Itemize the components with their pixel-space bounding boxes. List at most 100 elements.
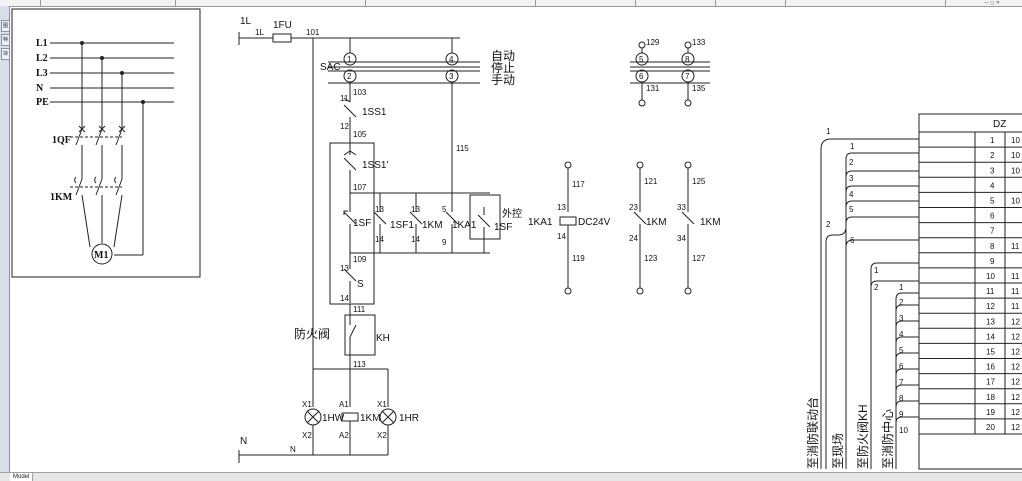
external-label: 外控	[502, 207, 522, 220]
ruler-cell	[715, 0, 786, 6]
terminal-row-number: 17	[986, 378, 995, 387]
cable-label-k8: 8	[899, 394, 904, 403]
relay-coil	[559, 216, 577, 226]
terminal-14c-label: 14	[411, 235, 420, 244]
external-button-label: 1SF	[494, 222, 512, 233]
hold-contact-label: 1KM	[422, 220, 443, 231]
x2b-label: X2	[377, 431, 387, 440]
cable-label-k10: 10	[899, 426, 908, 435]
sac-contact-3-label: 3	[449, 72, 454, 81]
ruler-cell	[175, 0, 366, 6]
phase-conductors	[75, 43, 144, 256]
terminal-row-target: 10	[1011, 136, 1020, 145]
bus-label-n: N	[36, 83, 44, 94]
remote-start-contact	[343, 210, 357, 225]
x2-label: X2	[302, 431, 312, 440]
terminal-9-label: 9	[442, 238, 447, 247]
cable-10	[895, 292, 919, 469]
terminal-row-number: 15	[986, 348, 995, 357]
fuse-label: 1FU	[273, 20, 292, 31]
cable-3	[845, 170, 919, 469]
wire-125-label: 125	[692, 177, 706, 186]
ruler-cell	[40, 0, 176, 6]
tool-palette[interactable]: 图层 特性 块	[0, 6, 10, 472]
model-tab[interactable]: Model	[10, 473, 34, 481]
cable-16	[895, 384, 919, 469]
dest-fire-valve: 至防火阀KH	[855, 404, 870, 469]
terminal-row-number: 18	[986, 393, 995, 402]
aux-a-terminal-bottom	[636, 287, 644, 295]
power-circuit: L1 L2 L3 N PE 1QF 1KM M1	[11, 8, 201, 278]
bus-label-l1: L1	[36, 38, 48, 49]
sac2-contact-5	[635, 52, 649, 66]
terminal-14b-label: 14	[375, 235, 384, 244]
wire-109-label: 109	[353, 255, 367, 264]
cable-label-g3: 3	[849, 174, 854, 183]
terminal-row-number: 19	[986, 408, 995, 417]
sac-contact-4-label: 4	[449, 55, 454, 64]
cable-15	[895, 368, 919, 469]
relay-contact	[445, 211, 459, 253]
terminal-row-number: 2	[990, 151, 995, 160]
palette-tab-properties[interactable]: 特性	[1, 34, 10, 46]
cable-9	[870, 280, 919, 469]
cable-label-k1: 1	[899, 283, 904, 292]
terminal-row-number: 14	[986, 332, 995, 341]
cable-11	[895, 304, 919, 469]
wire-111-label: 111	[353, 305, 366, 314]
dest-fire-center: 至消防中心	[880, 409, 895, 469]
terminal-14d-label: 14	[557, 232, 566, 241]
cable-routing: 1 2 1 2 3 4 5 6 1 2 1 2 3 4 5 6 7 8 9 10	[820, 127, 919, 469]
terminal-row-target: 12	[1011, 348, 1020, 357]
ruler-cell	[365, 0, 536, 6]
sac2-contact-8-label: 8	[685, 55, 690, 64]
ruler-cell	[785, 0, 946, 6]
cable-12	[895, 320, 919, 469]
cable-label-k4: 4	[899, 330, 904, 339]
wire-127-label: 127	[692, 254, 706, 263]
ruler-cell	[635, 0, 716, 6]
external-button-contact	[477, 207, 491, 253]
cable-4	[845, 185, 919, 469]
cable-5	[845, 200, 919, 469]
remote-panel-box	[329, 142, 375, 305]
control-circuit: 1L 1L 1FU 101 SAC 1 2 4 3 自动 停止 手动 103 1…	[238, 16, 721, 463]
title-ruler: — ◻ ✕	[0, 0, 1022, 7]
dest-site: 至现场	[831, 433, 845, 469]
cable-label-k3: 3	[899, 314, 904, 323]
supply-label: 1L	[240, 16, 252, 27]
neutral-wire-label: N	[290, 445, 296, 454]
terminal-row-number: 9	[990, 257, 995, 266]
cable-14	[895, 352, 919, 469]
terminal-12-label: 12	[340, 122, 349, 131]
cable-label-k6: 6	[899, 362, 904, 371]
sac-contact-2-label: 2	[347, 72, 352, 81]
drawing-canvas[interactable]: L1 L2 L3 N PE 1QF 1KM M1 1L 1L	[10, 7, 1022, 472]
cable-label-k7: 7	[899, 378, 904, 387]
bus-label-pe: PE	[36, 97, 49, 108]
fuse-supply-label: 1L	[255, 28, 264, 37]
terminal-row-number: 5	[990, 197, 995, 206]
terminal-row-target: 12	[1011, 423, 1020, 432]
cable-label-k9: 9	[899, 410, 904, 419]
dest-fire-linkage: 至消防联动台	[805, 397, 820, 469]
terminal-row-target: 11	[1011, 242, 1020, 251]
wire-113-label: 113	[353, 360, 366, 369]
cable-8	[870, 262, 919, 469]
stop-button-label: 1SS1	[362, 107, 387, 118]
palette-tab-blocks[interactable]: 块	[1, 48, 10, 60]
km-coil-label: 1KM	[360, 413, 381, 424]
window-controls[interactable]: — ◻ ✕	[983, 0, 1000, 6]
sac2-contact-6-label: 6	[639, 72, 644, 81]
terminal-row-number: 4	[990, 181, 995, 190]
terminal-row-number: 10	[986, 272, 995, 281]
terminal-24-label: 24	[629, 234, 638, 243]
relay-contact-label: 1KA1	[452, 220, 477, 231]
mode-auto-label: 自动	[491, 49, 515, 63]
palette-tab-layers[interactable]: 图层	[1, 20, 10, 32]
s-switch-label: S	[357, 279, 364, 290]
fire-valve-contact	[349, 315, 357, 355]
terminal-row-target: 10	[1011, 166, 1020, 175]
wire-119-label: 119	[572, 254, 585, 263]
aux-a-terminal-top	[636, 161, 644, 169]
